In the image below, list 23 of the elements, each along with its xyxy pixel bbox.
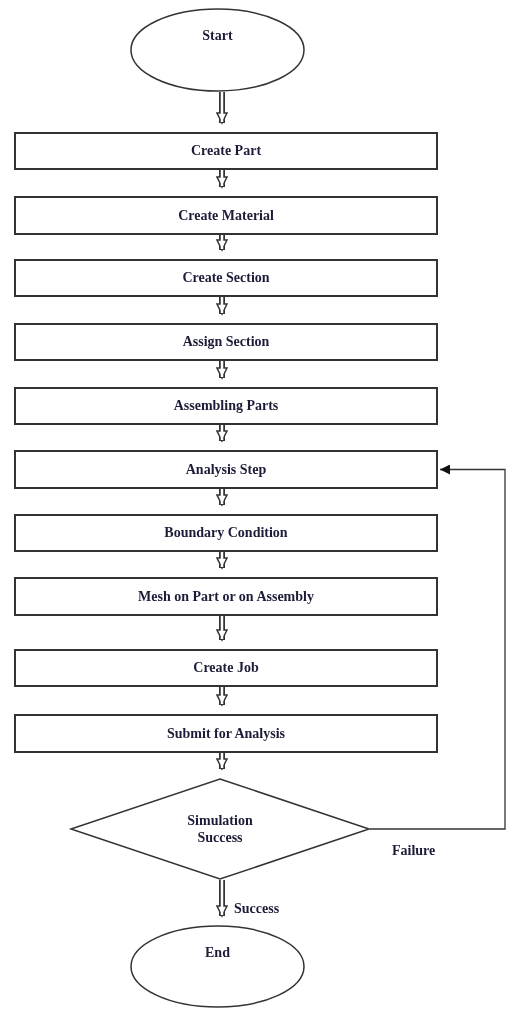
process-box bbox=[14, 259, 438, 297]
process-box bbox=[14, 323, 438, 361]
node-text: End bbox=[205, 943, 230, 962]
process-box bbox=[14, 196, 438, 235]
node-text: Boundary Condition bbox=[164, 524, 288, 542]
node-text: Analysis Step bbox=[185, 460, 267, 479]
node-text: Create Section bbox=[182, 269, 270, 287]
process-box bbox=[14, 714, 438, 753]
process-box bbox=[14, 514, 438, 552]
node-text: Assembling Parts bbox=[173, 397, 279, 415]
node-text: Create Material bbox=[178, 206, 274, 225]
process-box bbox=[14, 649, 438, 687]
node-text: Create Part bbox=[190, 142, 262, 160]
node-text: Create Job bbox=[193, 659, 259, 677]
node-text: Assign Section bbox=[182, 333, 270, 351]
process-box bbox=[14, 132, 438, 170]
node-text: Simulation Success bbox=[186, 811, 254, 847]
process-box bbox=[14, 577, 438, 616]
node-text: Mesh on Part or on Assembly bbox=[138, 587, 314, 606]
process-box bbox=[14, 450, 438, 489]
node-text: Start bbox=[202, 27, 233, 45]
process-box bbox=[14, 387, 438, 425]
node-text: Submit for Analysis bbox=[167, 724, 285, 743]
